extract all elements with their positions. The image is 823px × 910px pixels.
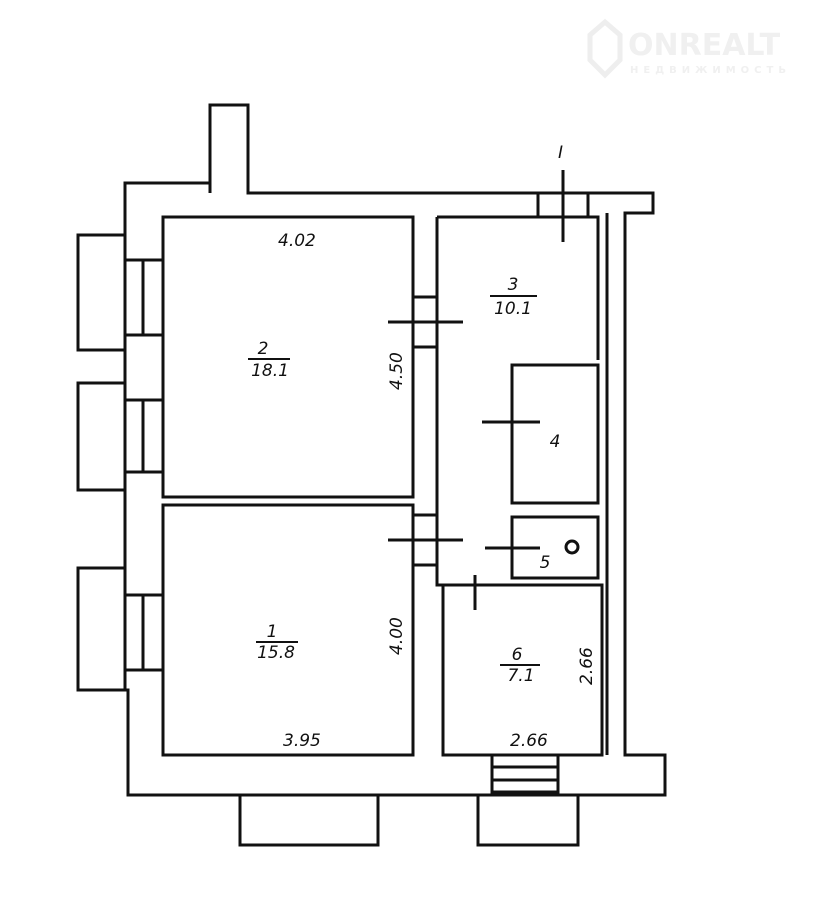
watermark-logo: ONREALT НЕДВИЖИМОСТЬ <box>587 18 791 79</box>
room-2-area: 18.1 <box>251 361 289 381</box>
door-marks <box>388 170 590 610</box>
watermark-subtitle: НЕДВИЖИМОСТЬ <box>630 65 791 76</box>
room-1-area: 15.8 <box>257 643 295 663</box>
room-1-number: 1 <box>267 622 278 642</box>
dim-room1-depth: 4.00 <box>387 617 407 655</box>
watermark-brand: ONREALT <box>628 28 781 63</box>
balconies <box>76 233 580 847</box>
outer-wall <box>123 103 667 797</box>
room-6-number: 6 <box>512 645 523 665</box>
toilet-icon <box>564 539 580 555</box>
dim-room2-depth: 4.50 <box>387 352 407 390</box>
room-3-outline <box>435 215 600 587</box>
section-mark: I <box>558 143 563 163</box>
room-6-area: 7.1 <box>507 666 534 686</box>
entrance-stairs <box>490 753 560 794</box>
dim-room1-width: 3.95 <box>283 731 321 751</box>
room-4-outline <box>510 363 600 505</box>
room-1-outline <box>161 503 415 757</box>
dim-room6-depth: 2.66 <box>577 647 597 685</box>
room-4-number: 4 <box>550 432 561 452</box>
room-2-number: 2 <box>258 339 269 359</box>
room-3-area: 10.1 <box>494 299 532 319</box>
room-2-outline <box>161 215 415 499</box>
dim-room6-width: 2.66 <box>510 731 548 751</box>
room-3-number: 3 <box>508 275 519 295</box>
dim-room2-width: 4.02 <box>278 231 316 251</box>
room-5-number: 5 <box>540 553 551 573</box>
